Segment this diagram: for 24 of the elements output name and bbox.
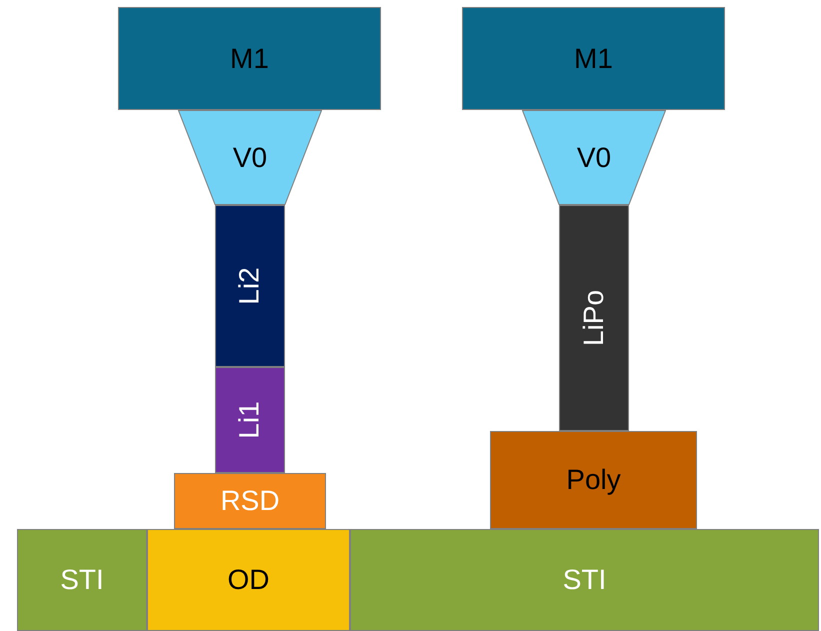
via-trapezoid [522,110,666,205]
layer-label: M1 [230,44,269,72]
poly-gate [490,431,697,529]
isolation-region [350,529,819,631]
layer-label: M1 [574,44,613,72]
layer-label: LiPo [580,290,608,346]
contact-layer [215,205,285,367]
layer-label: STI [60,566,104,594]
via-trapezoid [178,110,322,205]
layer-label: STI [562,566,606,594]
layer-label: OD [228,566,270,594]
layer-label: V0 [232,144,268,172]
layer-label: Poly [566,466,621,494]
contact-layer [215,367,285,473]
active-region [147,529,350,631]
layer-label: Li2 [236,267,264,305]
contact-layer [559,205,629,431]
raised-source-drain [174,473,326,529]
layer-label: V0 [576,144,612,172]
layer-label: RSD [220,487,280,515]
metal-layer [118,7,381,110]
layer-label: Li1 [236,401,264,439]
isolation-region [17,529,147,631]
metal-layer [462,7,725,110]
